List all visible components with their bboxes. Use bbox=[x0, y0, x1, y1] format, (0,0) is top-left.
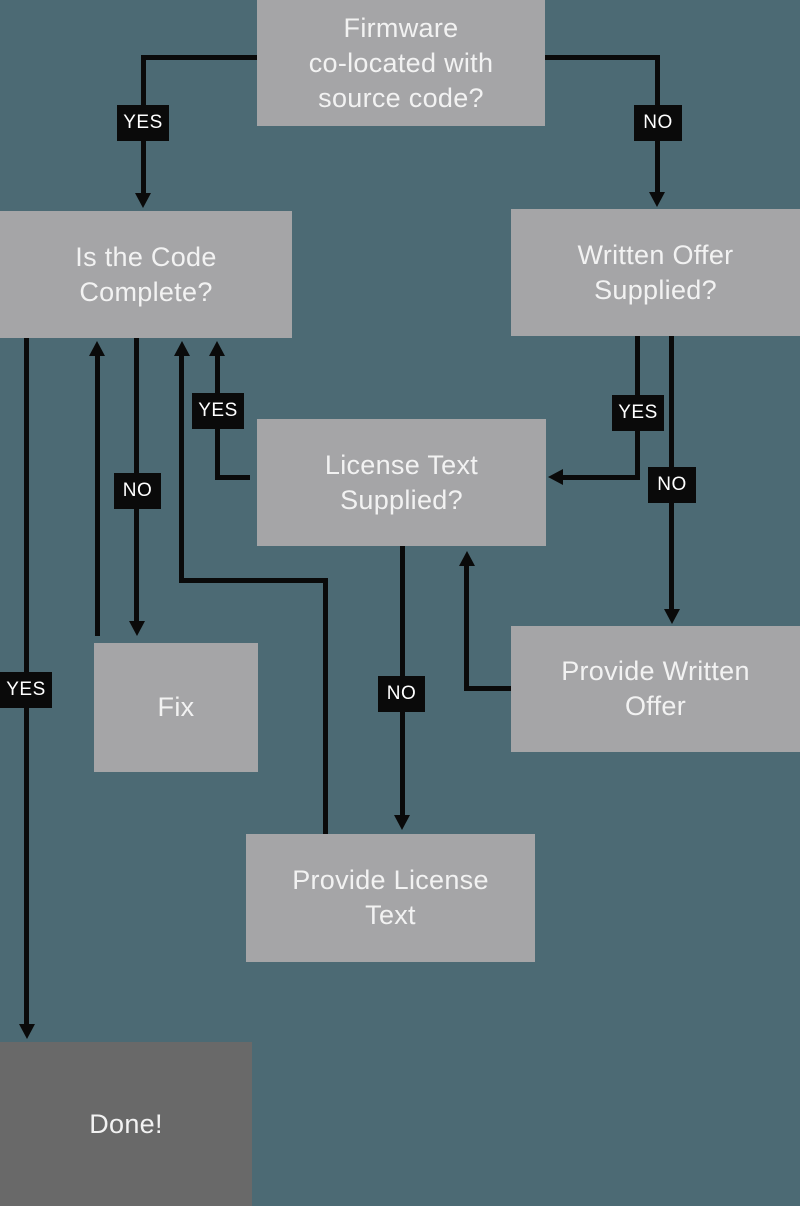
node-provide-license-text: Provide License Text bbox=[246, 834, 535, 962]
edge-label-written-offer-yes: YES bbox=[612, 395, 664, 431]
node-done: Done! bbox=[0, 1042, 252, 1206]
node-license-text-line-2: Supplied? bbox=[340, 484, 463, 515]
edge-written-offer-yes-horizontal bbox=[563, 475, 640, 480]
edge-label-written-offer-no: NO bbox=[648, 467, 696, 503]
node-written-offer-line-2: Supplied? bbox=[594, 274, 717, 305]
node-firmware-line-1: Firmware bbox=[343, 12, 459, 43]
node-code-complete-line-2: Complete? bbox=[79, 276, 213, 307]
arrowhead-into-license-text-right bbox=[548, 469, 563, 485]
node-written-offer: Written Offer Supplied? bbox=[511, 209, 800, 336]
node-fix-line-1: Fix bbox=[157, 692, 195, 722]
edge-firmware-no-horizontal bbox=[545, 55, 660, 60]
node-fix: Fix bbox=[94, 643, 258, 772]
edge-provide-license-return-vertical-left bbox=[179, 355, 184, 583]
arrowhead-into-provide-written-top bbox=[664, 609, 680, 624]
node-license-text: License Text Supplied? bbox=[257, 419, 546, 546]
arrowhead-license-yes-into-code-complete bbox=[209, 341, 225, 356]
edge-fix-return-vertical bbox=[95, 355, 100, 636]
arrowhead-into-provide-license-top bbox=[394, 815, 410, 830]
edge-label-code-complete-no: NO bbox=[114, 473, 161, 509]
edge-label-license-yes: YES bbox=[192, 393, 244, 429]
edge-license-yes-horizontal bbox=[215, 475, 250, 480]
arrowhead-into-written-offer-top bbox=[649, 192, 665, 207]
arrowhead-into-done-top bbox=[19, 1024, 35, 1039]
edge-provide-written-return-vertical bbox=[464, 566, 469, 691]
node-firmware-colocated: Firmware co-located with source code? bbox=[257, 0, 545, 126]
edge-firmware-yes-horizontal bbox=[141, 55, 257, 60]
node-provide-written-offer: Provide Written Offer bbox=[511, 626, 800, 752]
edge-provide-written-return-horizontal bbox=[464, 686, 511, 691]
node-code-complete-line-1: Is the Code bbox=[75, 241, 217, 272]
node-provide-license-line-1: Provide License bbox=[292, 865, 489, 895]
edge-provide-license-return-horizontal bbox=[179, 578, 328, 583]
node-written-offer-line-1: Written Offer bbox=[577, 239, 734, 270]
node-firmware-line-3: source code? bbox=[318, 82, 484, 113]
arrowhead-into-code-complete-top bbox=[135, 193, 151, 208]
node-provide-written-line-1: Provide Written bbox=[561, 656, 750, 686]
node-code-complete: Is the Code Complete? bbox=[0, 211, 292, 338]
edge-label-license-no: NO bbox=[378, 676, 425, 712]
arrowhead-into-fix-top bbox=[129, 621, 145, 636]
node-provide-license-line-2: Text bbox=[365, 900, 416, 930]
node-done-line-1: Done! bbox=[89, 1108, 163, 1139]
edge-label-firmware-no: NO bbox=[634, 105, 682, 141]
edge-label-code-complete-yes: YES bbox=[0, 672, 52, 708]
node-firmware-line-2: co-located with bbox=[308, 47, 494, 78]
arrowhead-provide-written-into-license-text bbox=[459, 551, 475, 566]
edge-provide-license-return-vertical-right bbox=[323, 578, 328, 834]
edge-label-firmware-yes: YES bbox=[117, 105, 169, 141]
arrowhead-provide-license-into-code-complete bbox=[174, 341, 190, 356]
node-license-text-line-1: License Text bbox=[324, 449, 479, 480]
arrowhead-fix-into-code-complete bbox=[89, 341, 105, 356]
node-provide-written-line-2: Offer bbox=[624, 691, 687, 721]
